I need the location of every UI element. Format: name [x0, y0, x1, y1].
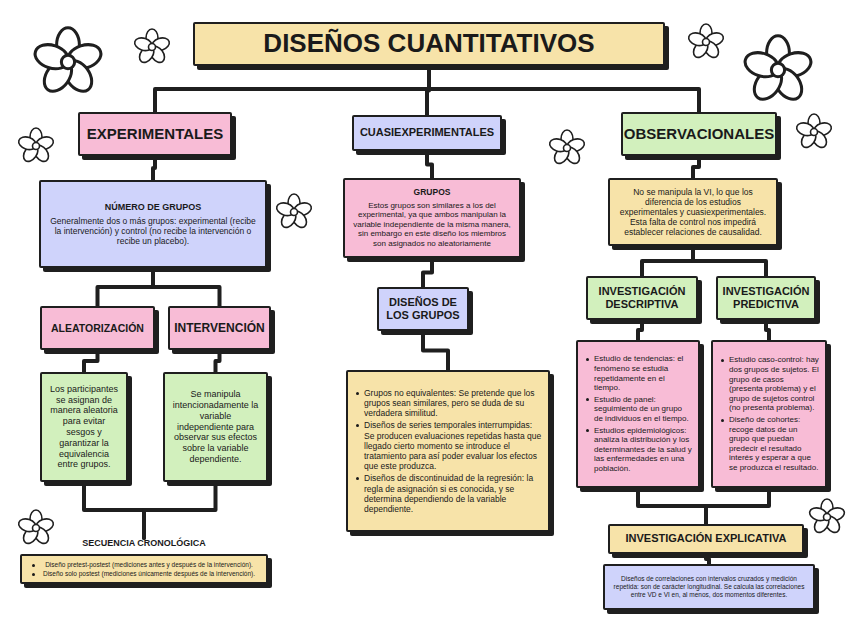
- branch-box: EXPERIMENTALES: [78, 112, 232, 156]
- title-box: DISEÑOS CUANTITATIVOS: [193, 22, 665, 66]
- connector: [155, 66, 429, 112]
- list-item: Diseño pretest-postest (mediciones antes…: [30, 561, 258, 569]
- box-heading: CUASIEXPERIMENTALES: [360, 126, 494, 139]
- box-heading: INVESTIGACIÓN DESCRIPTIVA: [594, 285, 690, 311]
- connector: [84, 350, 98, 372]
- box-heading: INVESTIGACIÓN EXPLICATIVA: [626, 532, 787, 545]
- connector: [706, 488, 769, 524]
- branch-box: CUASIEXPERIMENTALES: [352, 115, 502, 151]
- list-item: Diseños de discontinuidad de la regresió…: [354, 473, 542, 514]
- connector: [706, 554, 709, 564]
- box-heading: DISEÑOS CUANTITATIVOS: [263, 28, 594, 59]
- concept-box: INVESTIGACIÓN PREDICTIVA: [716, 276, 816, 320]
- list-box: Estudio de tendencias: el fenómeno se es…: [576, 340, 700, 488]
- detail-box: Diseños de correlaciones con intervalos …: [603, 564, 815, 610]
- list-box: Estudio caso-control: hay dos grupos de …: [711, 340, 827, 488]
- box-body: Generalmente dos o más grupos: experimen…: [47, 216, 259, 247]
- connector: [153, 156, 155, 180]
- connector: [423, 258, 432, 287]
- list-item: Diseño solo postest (mediciones únicamen…: [30, 570, 258, 578]
- branch-box: OBSERVACIONALES: [621, 112, 777, 156]
- list-item: Diseño de cohortes: recoge datos de un g…: [719, 415, 819, 473]
- connector: [216, 350, 220, 372]
- sequence-box: SECUENCIA CRONOLÓGICA Diseño pretest-post…: [20, 538, 268, 584]
- connector: [693, 246, 766, 276]
- concept-box: ALEATORIZACIÓN: [40, 306, 155, 350]
- box-heading: EXPERIMENTALES: [87, 125, 223, 143]
- list-item: Diseños de series temporales interrumpid…: [354, 420, 542, 471]
- box-heading: ALEATORIZACIÓN: [51, 322, 144, 335]
- connector: [427, 151, 432, 178]
- concept-box: INTERVENCIÓN: [168, 306, 271, 350]
- box-body: Se manipula intencionadamente la variabl…: [171, 389, 260, 465]
- concept-box: INVESTIGACIÓN EXPLICATIVA: [608, 524, 804, 554]
- connector: [638, 320, 642, 340]
- list-panel: Diseño pretest-postest (mediciones antes…: [20, 554, 268, 585]
- box-heading: INTERVENCIÓN: [174, 321, 264, 335]
- concept-box: DISEÑOS DE LOS GRUPOS: [377, 287, 469, 331]
- box-heading: DISEÑOS DE LOS GRUPOS: [385, 296, 461, 322]
- detail-box: Se manipula intencionadamente la variabl…: [163, 372, 268, 482]
- list-item: Estudios epidemiológicos: analiza la dis…: [584, 426, 692, 474]
- box-heading: NÚMERO DE GRUPOS: [105, 202, 202, 213]
- concept-box: INVESTIGACIÓN DESCRIPTIVA: [586, 276, 698, 320]
- connector: [84, 482, 144, 538]
- box-body: No se manipula la VI, lo que los diferen…: [616, 187, 770, 238]
- connector: [429, 66, 699, 112]
- connector: [638, 488, 706, 524]
- box-heading: INVESTIGACIÓN PREDICTIVA: [723, 285, 810, 311]
- info-box: NÚMERO DE GRUPOS Generalmente dos o más g…: [39, 180, 267, 268]
- box-body: Los participantes se asignan de manera a…: [48, 384, 120, 470]
- connector: [153, 268, 220, 306]
- connector: [423, 331, 448, 370]
- info-box: GRUPOS Estos grupos son similares a los d…: [343, 178, 521, 258]
- info-box: No se manipula la VI, lo que los diferen…: [608, 178, 778, 246]
- connector: [98, 268, 154, 306]
- list-item: Estudio de tendencias: el fenómeno se es…: [584, 354, 692, 392]
- connector: [693, 156, 699, 178]
- box-body: Estos grupos son similares a los del exp…: [351, 201, 513, 249]
- detail-box: Los participantes se asignan de manera a…: [40, 372, 128, 482]
- connector: [144, 482, 216, 538]
- connector: [642, 246, 693, 276]
- list-item: Estudio caso-control: hay dos grupos de …: [719, 355, 819, 413]
- list-item: Grupos no equivalentes: Se pretende que …: [354, 388, 542, 419]
- box-heading: SECUENCIA CRONOLÓGICA: [82, 538, 206, 549]
- connector: [766, 320, 769, 340]
- list-item: Estudio de panel: seguimiento de un grup…: [584, 395, 692, 424]
- list-box: Grupos no equivalentes: Se pretende que …: [346, 370, 550, 532]
- box-body: Diseños de correlaciones con intervalos …: [611, 575, 807, 598]
- box-heading: GRUPOS: [414, 187, 451, 197]
- box-heading: OBSERVACIONALES: [624, 125, 774, 143]
